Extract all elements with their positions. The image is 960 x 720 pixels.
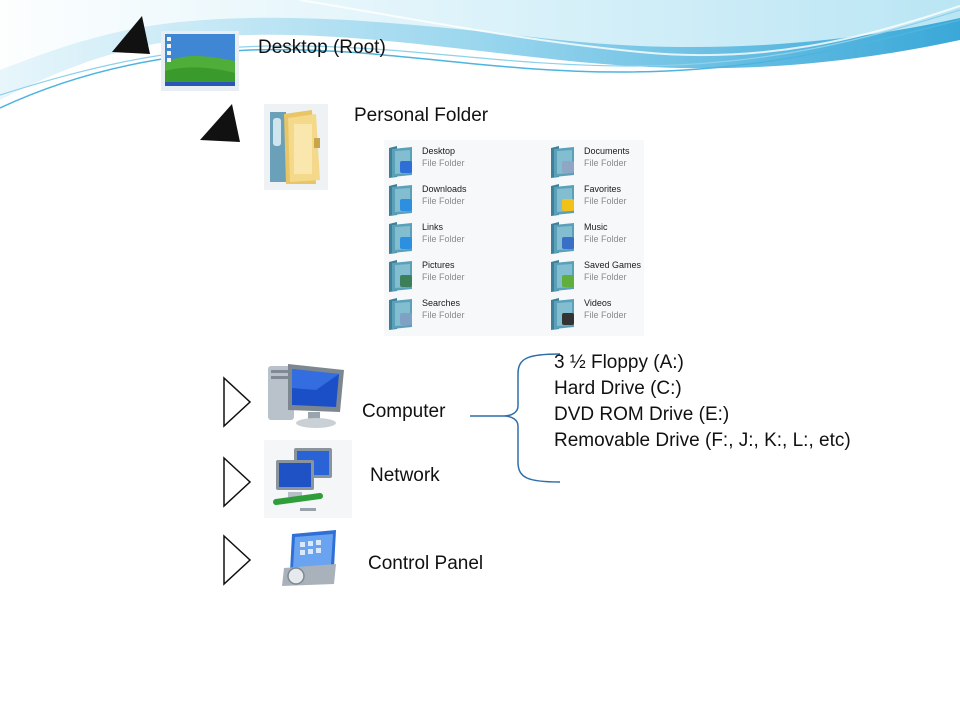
computer-label: Computer	[362, 401, 446, 422]
documents-folder-icon	[548, 145, 580, 184]
network-icon[interactable]	[264, 440, 352, 518]
folder-type: File Folder	[584, 310, 627, 320]
personal-folder-icon[interactable]	[264, 104, 328, 190]
links-folder-icon	[386, 221, 418, 260]
header-waves	[0, 0, 960, 109]
desktop-wallpaper-icon	[161, 31, 239, 91]
folder-name: Links	[422, 222, 444, 232]
folder-name: Searches	[422, 298, 461, 308]
control-panel-label: Control Panel	[368, 553, 484, 574]
saved-games-folder-icon	[548, 259, 580, 298]
folder-type: File Folder	[584, 272, 627, 282]
pictures-folder-icon	[386, 259, 418, 298]
desktop-folder-icon	[386, 145, 418, 184]
folder-name: Documents	[584, 146, 630, 156]
arrow-filled-icon	[200, 104, 240, 142]
folder-type: File Folder	[422, 234, 465, 244]
folder-type: File Folder	[422, 158, 465, 168]
folder-name: Favorites	[584, 184, 622, 194]
videos-folder-icon	[548, 297, 580, 336]
arrow-outline-icon	[223, 456, 252, 508]
arrow-filled-icon	[112, 16, 150, 54]
desktop-root-label: Desktop (Root)	[258, 37, 386, 58]
folder-name: Downloads	[422, 184, 467, 194]
drive-removable[interactable]: Removable Drive (F:, J:, K:, L:, etc)	[554, 430, 851, 451]
arrow-outline-icon	[223, 534, 252, 586]
folder-name: Pictures	[422, 260, 455, 270]
personal-folder-label: Personal Folder	[354, 105, 489, 126]
network-label: Network	[370, 465, 440, 486]
folder-type: File Folder	[584, 158, 627, 168]
folder-name: Music	[584, 222, 608, 232]
drive-dvd-rom[interactable]: DVD ROM Drive (E:)	[554, 404, 730, 425]
folder-name: Saved Games	[584, 260, 642, 270]
drive-hard[interactable]: Hard Drive (C:)	[554, 378, 682, 399]
folder-type: File Folder	[422, 196, 465, 206]
searches-folder-icon	[386, 297, 418, 336]
folder-type: File Folder	[584, 196, 627, 206]
music-folder-icon	[548, 221, 580, 260]
folder-name: Desktop	[422, 146, 456, 156]
folder-type: File Folder	[584, 234, 627, 244]
drive-list: 3 ½ Floppy (A:) Hard Drive (C:) DVD ROM …	[554, 350, 854, 454]
computer-icon[interactable]	[266, 360, 348, 430]
downloads-folder-icon	[386, 183, 418, 222]
folder-type: File Folder	[422, 272, 465, 282]
arrow-outline-icon	[223, 376, 252, 428]
drive-floppy[interactable]: 3 ½ Floppy (A:)	[554, 352, 684, 373]
desktop-thumbnail[interactable]	[161, 31, 239, 91]
control-panel-icon[interactable]	[278, 528, 340, 590]
folder-name: Videos	[584, 298, 612, 308]
bracket-connector	[470, 353, 561, 483]
favorites-folder-icon	[548, 183, 580, 222]
folder-type: File Folder	[422, 310, 465, 320]
